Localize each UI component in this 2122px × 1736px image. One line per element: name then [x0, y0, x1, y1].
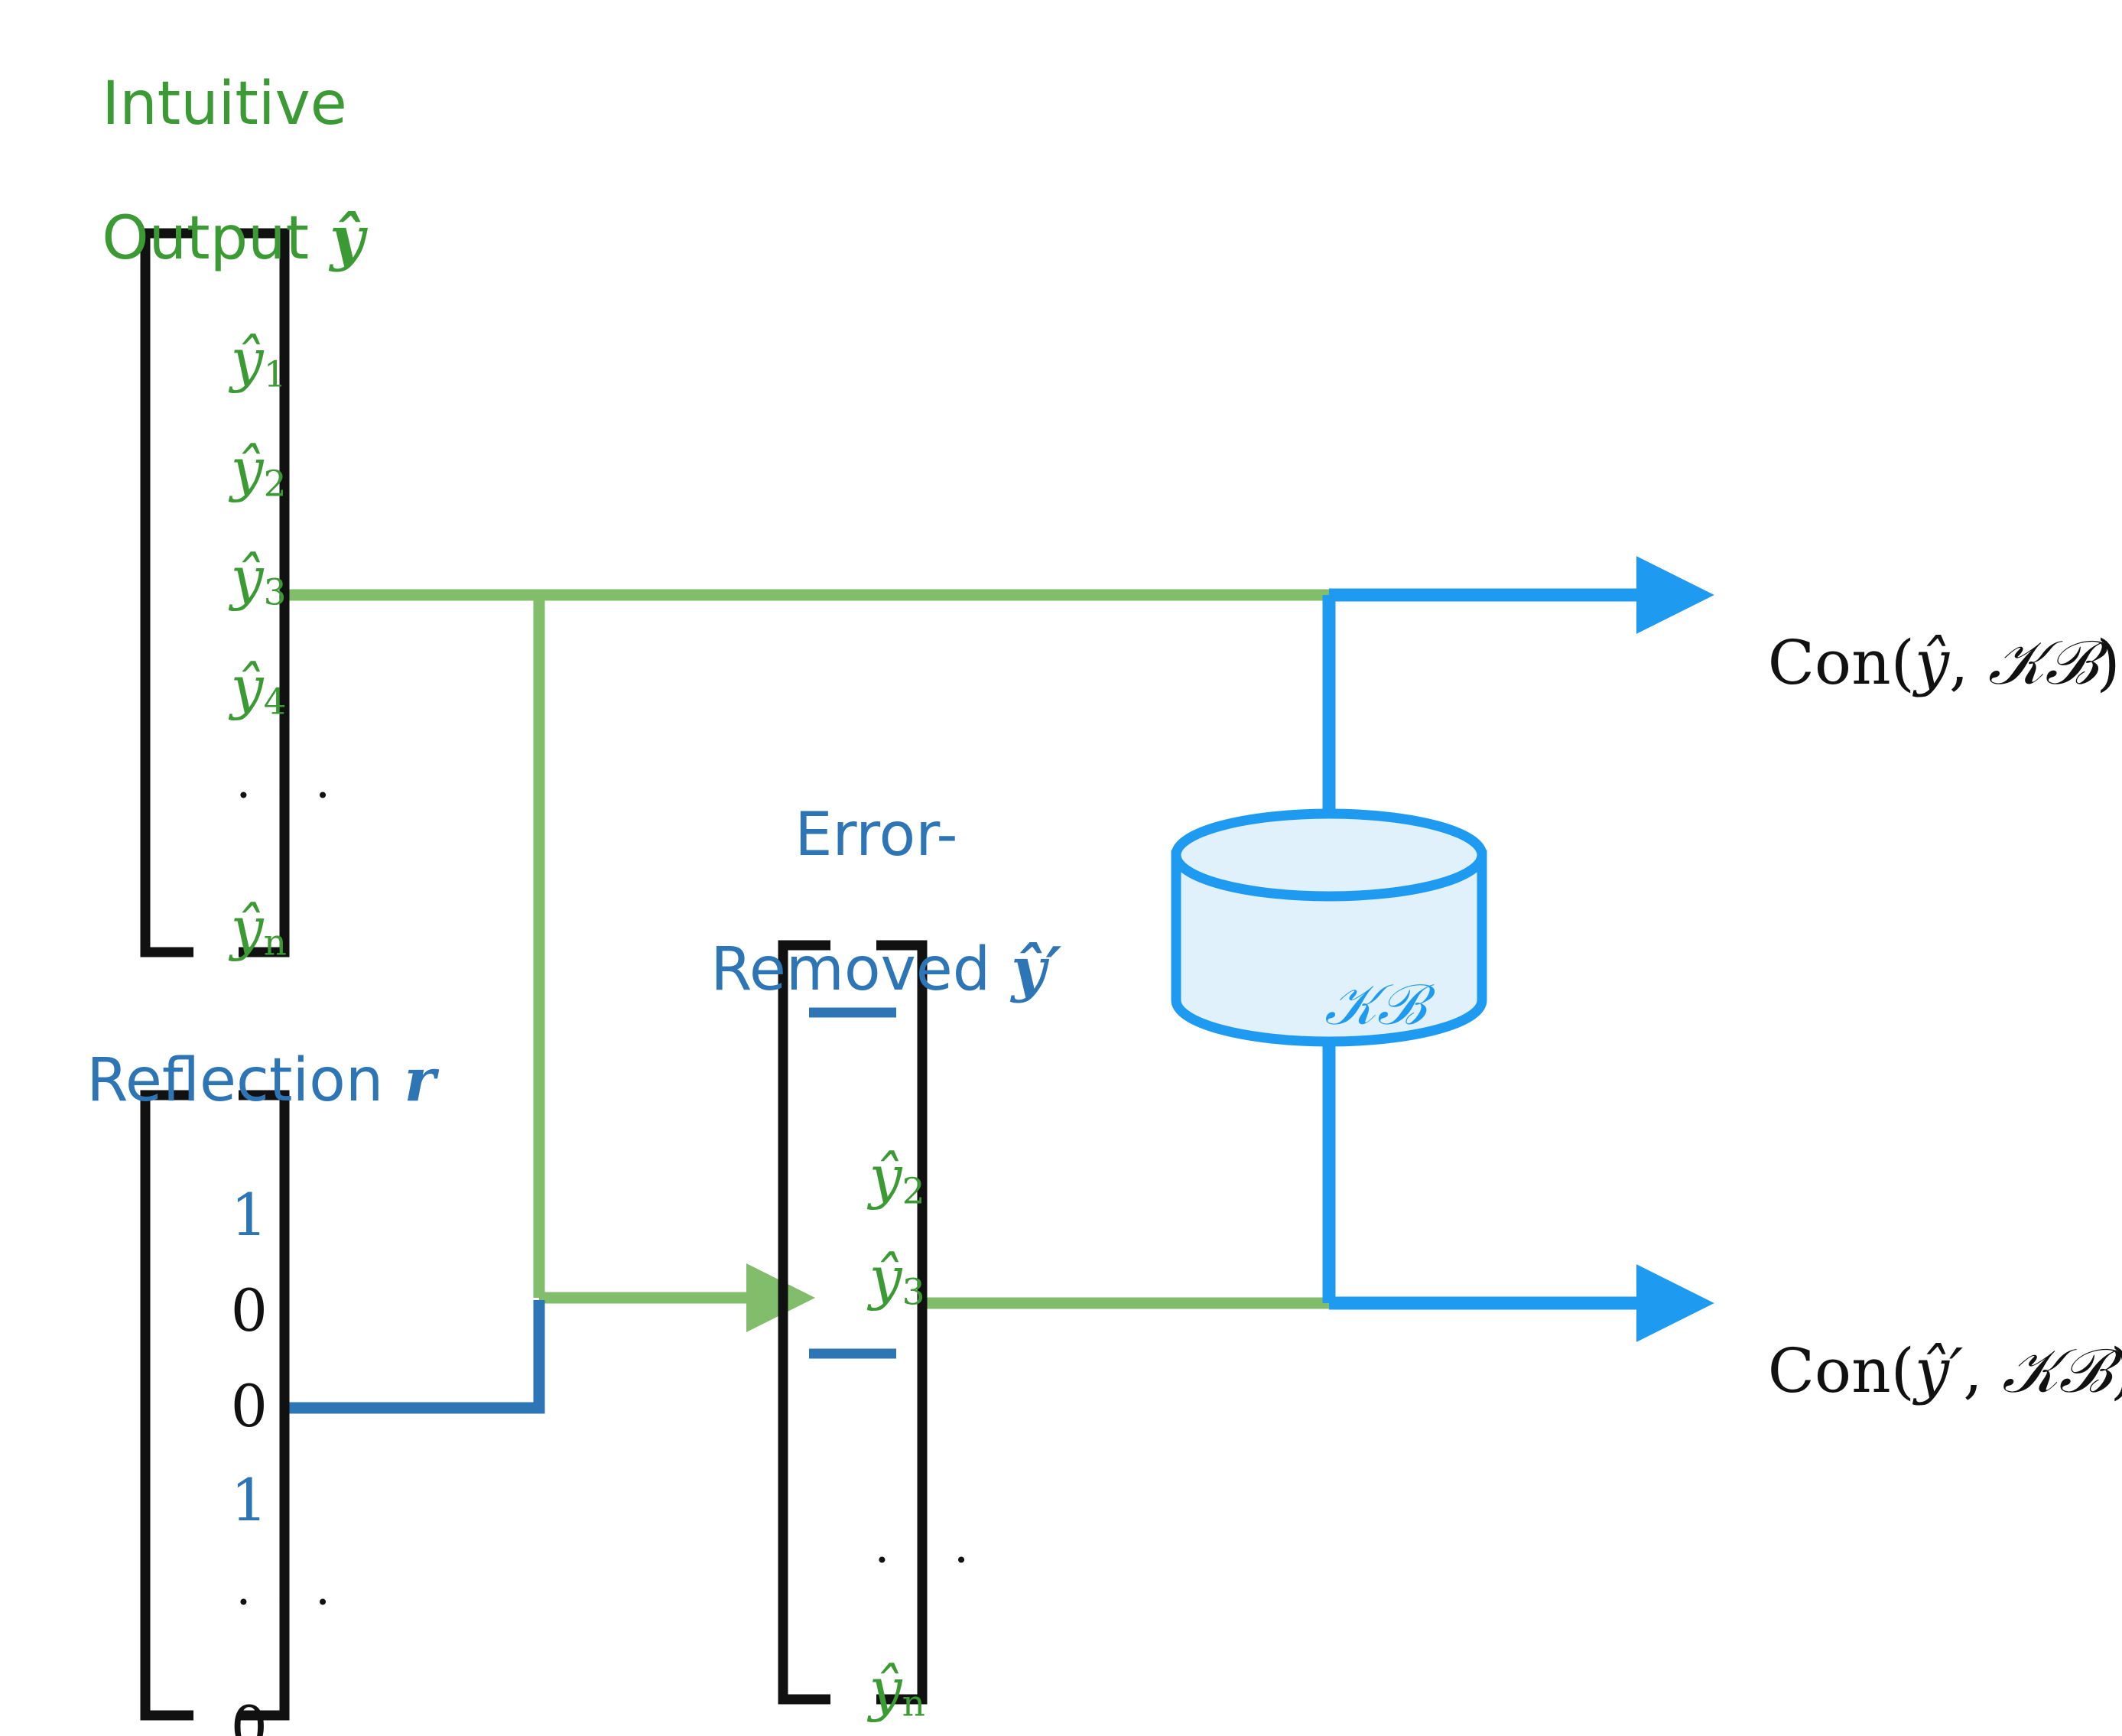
kb-cylinder-top — [1171, 808, 1487, 902]
vector-element-value: 0 — [230, 1693, 268, 1736]
bracket-error-removed — [778, 940, 928, 1705]
vector-element-r-1: 1 — [157, 1113, 268, 1317]
vector-element-subscript: 3 — [263, 571, 287, 614]
kb-label: 𝒦ℬ — [1253, 906, 1425, 1104]
output-separator: , — [1949, 627, 1988, 698]
vector-element-subscript: 2 — [902, 1170, 925, 1213]
output-prefix: Con( — [1767, 1335, 1915, 1406]
vector-element-yhatprime-3: ŷ3 — [795, 1175, 925, 1381]
error-removed-label: Error- Removed ŷ′ — [635, 736, 1061, 1071]
vector-element-symbol: ŷ — [230, 894, 264, 962]
vector-element-yhatprime-n: ŷn — [795, 1587, 925, 1736]
reflection-symbol: r — [404, 1045, 436, 1116]
kb-cylinder-body — [1171, 850, 1487, 1047]
ellipsis-dots: · · · — [874, 1532, 974, 1588]
vector-element-yhatprime-ellipsis: · · · — [795, 1476, 969, 1643]
intuitive-output-symbol: ŷ — [330, 203, 365, 274]
vector-element-subscript: 2 — [263, 463, 287, 506]
reflection-label-text: Reflection — [86, 1046, 384, 1116]
vector-element-symbol: ŷ — [869, 1243, 902, 1312]
vector-element-symbol: ŷ — [230, 653, 264, 721]
vector-element-r-ellipsis: · · · — [157, 1518, 330, 1686]
vector-element-symbol: ŷ — [230, 326, 264, 394]
output-separator: , — [1963, 1335, 2003, 1406]
vector-element-r-4: 1 — [157, 1398, 268, 1602]
vector-element-yhat-n: ŷn — [157, 826, 287, 1032]
error-removed-symbol: ŷ′ — [1011, 935, 1062, 1005]
bracket-reflection — [140, 1090, 290, 1721]
output-con-yhatprime-kb: Con(ŷ′, 𝒦ℬ) — [1690, 1264, 2122, 1478]
vector-element-yhat-2: ŷ2 — [157, 367, 287, 573]
ellipsis-dots: · · · — [236, 767, 336, 823]
vector-element-yhatprime-2: ŷ2 — [795, 1074, 925, 1280]
ellipsis-dots: · · · — [236, 1574, 336, 1630]
vector-element-yhat-3: ŷ3 — [157, 476, 287, 681]
vector-element-r-2: 0 — [157, 1208, 268, 1413]
output-argument: ŷ — [1914, 1335, 1950, 1406]
vector-element-value: 0 — [230, 1276, 268, 1344]
output-kb-symbol: 𝒦ℬ — [1987, 627, 2097, 698]
vector-element-symbol: ŷ — [869, 1655, 902, 1723]
vector-element-value: 0 — [230, 1372, 268, 1440]
intuitive-output-label: Intuitive Output ŷ — [26, 5, 365, 340]
vector-element-yhat-4: ŷ4 — [157, 585, 287, 791]
bracket-intuitive-output — [140, 228, 290, 957]
kb-label-text: 𝒦ℬ — [1324, 972, 1425, 1038]
output-kb-symbol: 𝒦ℬ — [2002, 1335, 2111, 1406]
output-suffix: ) — [2111, 1335, 2122, 1406]
output-prime: ′ — [1949, 1335, 1964, 1406]
vector-element-subscript: n — [263, 922, 287, 964]
vector-element-subscript: n — [902, 1682, 925, 1725]
error-removed-label-line2: Removed — [710, 935, 991, 1005]
vector-element-value: 1 — [230, 1181, 268, 1249]
reflection-label: Reflection r — [11, 980, 436, 1182]
vector-element-r-3: 0 — [157, 1304, 268, 1508]
intuitive-output-label-line1: Intuitive — [102, 70, 347, 139]
vector-element-r-n: 0 — [157, 1625, 268, 1736]
output-prefix: Con( — [1767, 627, 1915, 698]
vector-element-subscript: 4 — [263, 681, 287, 723]
error-removed-label-line1: Error- — [795, 801, 958, 870]
output-suffix: ) — [2096, 627, 2120, 698]
vector-element-symbol: ŷ — [230, 435, 264, 503]
vector-element-subscript: 1 — [263, 353, 287, 396]
output-argument: ŷ — [1914, 627, 1950, 698]
vector-element-yhat-ellipsis: · · · — [157, 711, 330, 879]
vector-element-value: 1 — [230, 1466, 268, 1534]
edge-reflection-to-branch — [289, 1300, 545, 1414]
vector-element-yhat-1: ŷ1 — [157, 258, 287, 463]
vector-element-symbol: ŷ — [869, 1143, 902, 1211]
output-con-yhat-kb: Con(ŷ, 𝒦ℬ) — [1690, 556, 2120, 770]
intuitive-output-label-line2: Output — [102, 204, 310, 274]
vector-element-symbol: ŷ — [230, 544, 264, 612]
vector-element-subscript: 3 — [902, 1271, 925, 1314]
